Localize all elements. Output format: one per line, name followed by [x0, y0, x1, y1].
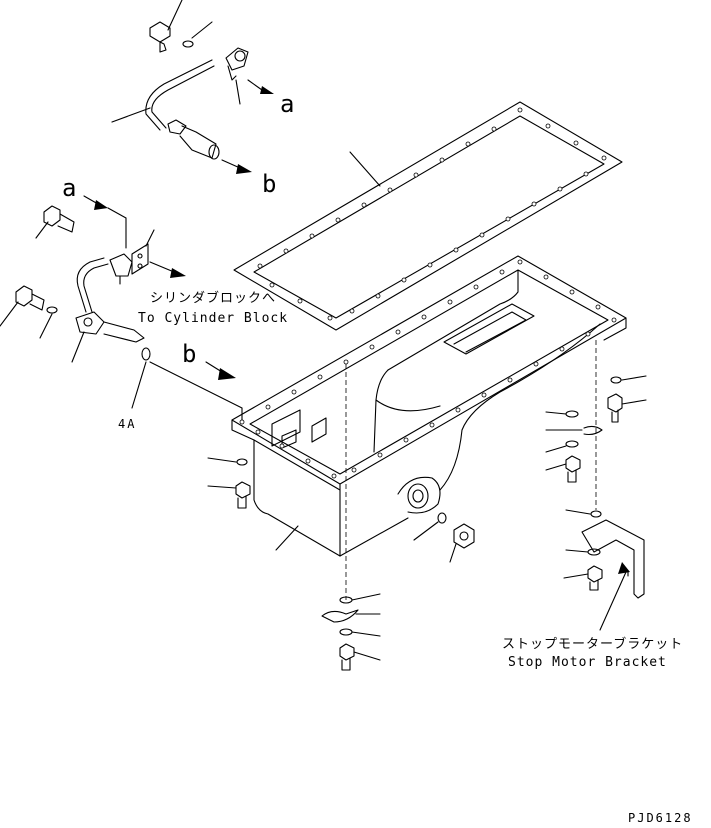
- stop-motor-bracket-label-jp: ストップモーターブラケット: [502, 636, 683, 652]
- banjo-fitting-icon: [71, 311, 145, 363]
- bolt-icon: [35, 205, 75, 239]
- ref-label-a-lower: a: [62, 174, 76, 202]
- bolt-icon: [563, 565, 603, 591]
- bolt-icon: [339, 643, 381, 671]
- bolt-icon: [545, 455, 581, 483]
- ref-label-a-upper: a: [280, 90, 294, 118]
- stop-motor-bracket-label-en: Stop Motor Bracket: [508, 655, 667, 670]
- bolt-icon: [149, 0, 183, 53]
- washer-icon: [182, 21, 213, 48]
- ref-label-b-lower: b: [182, 340, 196, 368]
- ref-arrow-b-lower: b: [149, 340, 243, 423]
- pan-bolt-left: [207, 457, 251, 509]
- pipe-bracket-icon: [131, 229, 155, 275]
- drawing-number: PJD6128: [628, 811, 693, 825]
- clamp-icon: [109, 253, 133, 285]
- oil-pipe: [111, 59, 215, 131]
- stop-motor-bracket: ストップモーターブラケット Stop Motor Bracket: [502, 519, 683, 670]
- cylinder-block-label-jp: シリンダブロックへ: [150, 290, 276, 306]
- o-ring-icon: [413, 512, 447, 541]
- upper-pipe-assembly: a b: [111, 0, 294, 198]
- part-label-4a: 4A: [118, 417, 136, 431]
- o-ring-4a: 4A: [118, 347, 151, 431]
- pipe-connector-icon: [167, 119, 220, 160]
- drain-plug: [413, 512, 475, 563]
- plug-icon: [449, 523, 475, 563]
- bolt-icon: [207, 481, 251, 509]
- right-bolt-set: [545, 375, 647, 518]
- oil-pan-gasket: [233, 101, 623, 331]
- banjo-fitting-icon: [225, 47, 249, 105]
- washer-icon: [39, 306, 58, 339]
- washer-icon: [207, 457, 248, 466]
- ref-label-b-upper: b: [262, 170, 276, 198]
- oil-pan: [231, 255, 627, 600]
- bolt-icon: [0, 285, 45, 327]
- bolt-icon: [607, 393, 647, 423]
- drain-boss: [397, 476, 441, 514]
- lower-pipe-assembly: a シリンダブロックへ To Cylinder Block: [0, 174, 288, 363]
- lower-bolt-set: [321, 593, 381, 671]
- cylinder-block-label-en: To Cylinder Block: [138, 311, 288, 326]
